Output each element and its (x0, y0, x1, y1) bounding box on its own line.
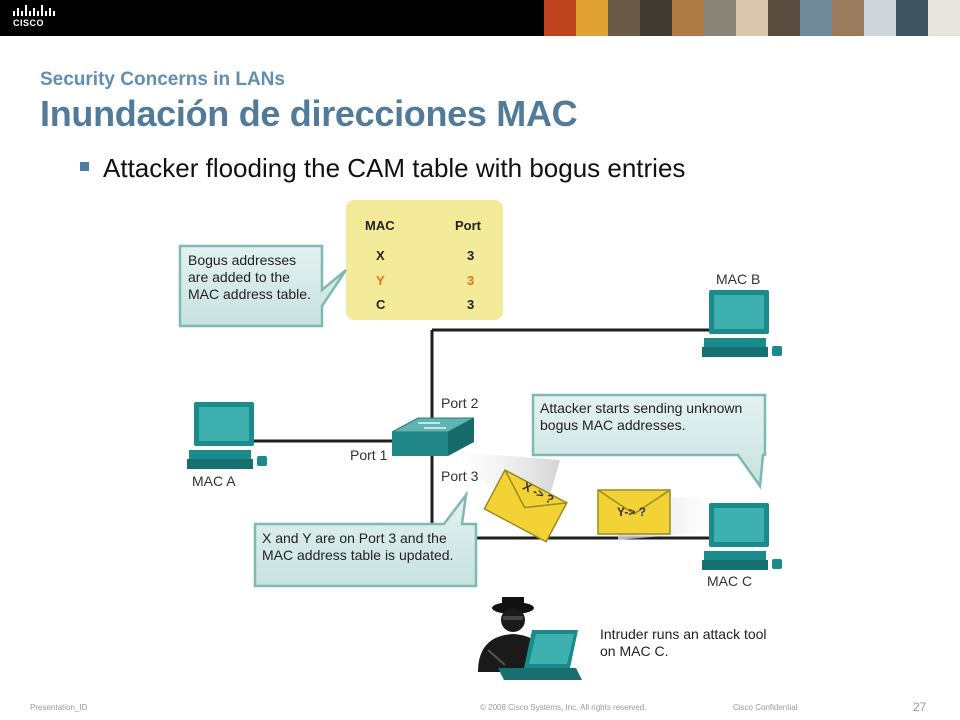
laptop-icon (498, 630, 582, 680)
header-photo (768, 0, 800, 36)
label-mac-b: MAC B (716, 271, 761, 287)
intruder-caption: Intruder runs an attack tool on MAC C. (600, 626, 767, 659)
label-port2: Port 2 (441, 395, 479, 411)
label-port1: Port 1 (350, 447, 388, 463)
header-photo (928, 0, 960, 36)
slide-title: Inundación de direcciones MAC (40, 93, 578, 134)
brand-text: CISCO (13, 18, 45, 28)
header-photo (896, 0, 928, 36)
callout-xy-shape (253, 490, 478, 588)
label-mac-c: MAC C (707, 573, 753, 589)
envelope-label-y: Y-> ? (617, 505, 647, 519)
computer-mac-a-icon (187, 402, 267, 469)
network-links (252, 328, 712, 540)
cisco-logo-icon (13, 5, 55, 16)
cam-row-mac-highlight: Y (376, 273, 385, 288)
cam-row-port: 3 (467, 248, 475, 263)
cam-row-mac: C (376, 297, 386, 312)
label-mac-a: MAC A (192, 473, 236, 489)
header-photo (576, 0, 608, 36)
switch-icon (391, 417, 475, 456)
slide-subtitle: Security Concerns in LANs (40, 69, 285, 90)
callout-attacker-text: Attacker starts sending unknown bogus MA… (540, 400, 743, 433)
footer-copyright: © 2008 Cisco Systems, Inc. All rights re… (480, 703, 647, 712)
computer-mac-b-icon (702, 290, 782, 357)
header-photo-strip (544, 0, 960, 36)
header-photo (640, 0, 672, 36)
page-number: 27 (913, 700, 927, 714)
footer-confidential: Cisco Confidential (733, 703, 798, 712)
callout-bogus-shape (178, 244, 348, 328)
top-banner: CISCO (0, 0, 960, 36)
callout-xy-text: X and Y are on Port 3 and the MAC addres… (262, 530, 454, 563)
header-photo (704, 0, 736, 36)
bullet-icon (80, 162, 89, 171)
bullet-text: Attacker flooding the CAM table with bog… (103, 153, 686, 183)
footer-presentation-id: Presentation_ID (30, 703, 88, 712)
header-photo (864, 0, 896, 36)
cam-header-port: Port (455, 218, 481, 233)
cam-row-port: 3 (467, 297, 475, 312)
cam-row-mac: X (376, 248, 385, 263)
header-photo (608, 0, 640, 36)
callout-attacker-shape (531, 393, 767, 490)
computer-mac-c-icon (702, 503, 782, 570)
header-photo (832, 0, 864, 36)
header-photo (800, 0, 832, 36)
label-port3: Port 3 (441, 468, 479, 484)
header-photo (672, 0, 704, 36)
cam-header-mac: MAC (365, 218, 395, 233)
header-photo (736, 0, 768, 36)
envelope-icon (597, 489, 671, 535)
envelope-icon (483, 468, 568, 543)
header-photo (544, 0, 576, 36)
cam-row-port-highlight: 3 (467, 273, 475, 288)
cam-table (346, 200, 503, 320)
callout-bogus-text: Bogus addresses are added to the MAC add… (188, 252, 311, 302)
